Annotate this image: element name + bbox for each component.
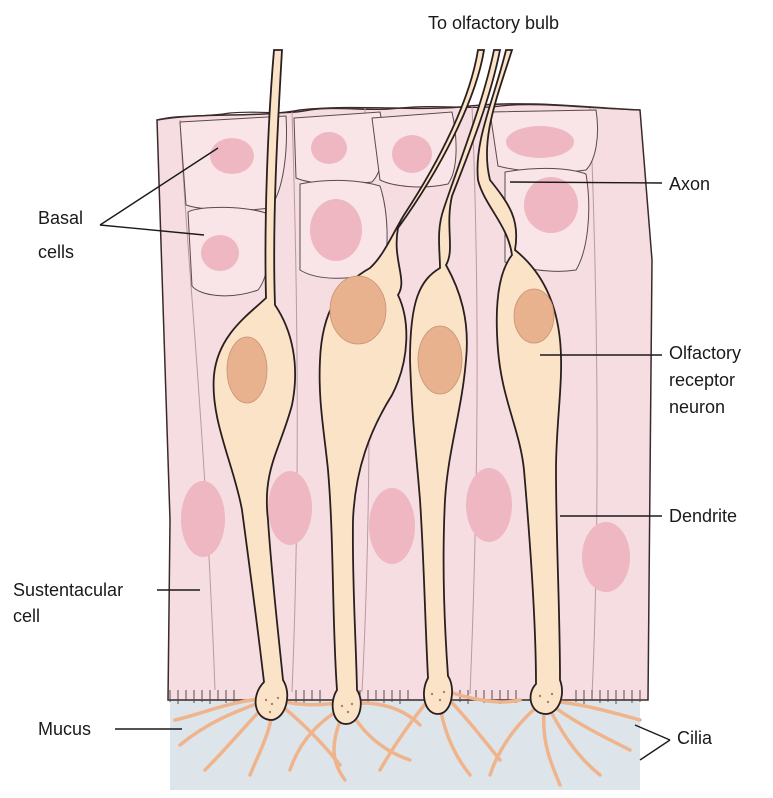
label-sustentacular-line1: Sustentacular bbox=[13, 580, 123, 600]
neuron-nucleus bbox=[227, 337, 267, 403]
leader-line-cilia-1 bbox=[635, 725, 670, 740]
basal-cell-nucleus bbox=[524, 177, 578, 233]
label-mucus: Mucus bbox=[38, 719, 91, 739]
basal-cell-nucleus bbox=[392, 135, 432, 173]
basal-cell-nucleus bbox=[210, 138, 254, 174]
basal-cell-nucleus bbox=[310, 199, 362, 261]
neuron-nucleus bbox=[514, 289, 554, 343]
sustentacular-nucleus bbox=[466, 468, 512, 542]
neuron-nucleus bbox=[330, 276, 386, 344]
sustentacular-nucleus bbox=[181, 481, 225, 557]
label-basal-line1: Basal bbox=[38, 208, 83, 228]
basal-cell-nucleus bbox=[506, 126, 574, 158]
label-sustentacular-line2: cell bbox=[13, 606, 40, 626]
leader-line-cilia-2 bbox=[640, 740, 670, 760]
label-receptor-line1: Olfactory bbox=[669, 343, 741, 363]
neuron-nucleus bbox=[418, 326, 462, 394]
label-cilia: Cilia bbox=[677, 728, 713, 748]
label-receptor-line2: receptor bbox=[669, 370, 735, 390]
sustentacular-nucleus bbox=[369, 488, 415, 564]
basal-cell-nucleus bbox=[311, 132, 347, 164]
sustentacular-nucleus bbox=[268, 471, 312, 545]
label-olfactory-bulb: To olfactory bulb bbox=[428, 13, 559, 33]
basal-cell-nucleus bbox=[201, 235, 239, 271]
label-receptor-line3: neuron bbox=[669, 397, 725, 417]
label-dendrite: Dendrite bbox=[669, 506, 737, 526]
label-basal-line2: cells bbox=[38, 242, 74, 262]
label-axon: Axon bbox=[669, 174, 710, 194]
sustentacular-nucleus bbox=[582, 522, 630, 592]
leader-line-axon bbox=[510, 182, 662, 183]
